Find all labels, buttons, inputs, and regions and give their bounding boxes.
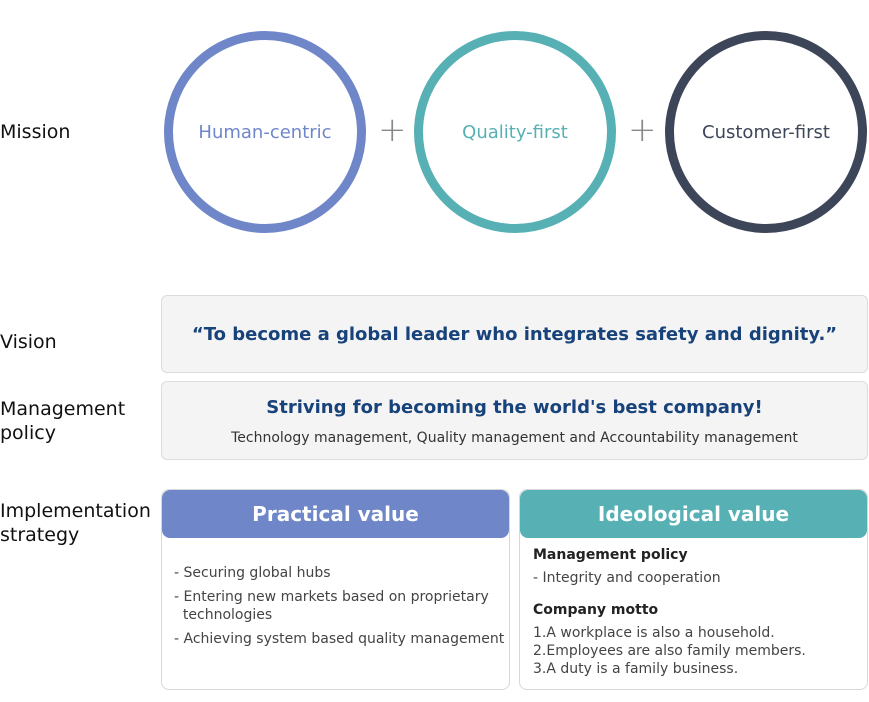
company-motto-heading: Company motto — [533, 602, 659, 618]
list-item: - Integrity and cooperation — [533, 570, 721, 586]
mission-circle-quality-first: Quality-first — [414, 31, 616, 233]
mission-circle-text: Customer-first — [702, 121, 830, 143]
ideological-value-content: Management policy - Integrity and cooper… — [520, 538, 867, 678]
ideological-value-card: Ideological value Management policy - In… — [519, 489, 868, 690]
list-item: 1.A workplace is also a household. — [533, 625, 775, 641]
vision-quote: “To become a global leader who integrate… — [191, 323, 838, 345]
mission-circle-customer-first: Customer-first — [665, 31, 867, 233]
plus-icon: + — [378, 110, 407, 150]
vision-box: “To become a global leader who integrate… — [161, 295, 868, 373]
mission-circle-text: Human-centric — [198, 121, 332, 143]
mission-label: Mission — [0, 121, 71, 143]
plus-icon: + — [628, 110, 657, 150]
practical-value-list: - Securing global hubs - Entering new ma… — [162, 538, 509, 648]
ideological-value-title: Ideological value — [597, 502, 790, 526]
management-policy-heading: Management policy — [533, 547, 688, 563]
practical-value-title: Practical value — [252, 502, 419, 526]
implementation-strategy-label: Implementation strategy — [0, 500, 151, 546]
management-policy-sub: Technology management, Quality managemen… — [231, 430, 798, 446]
mission-circle-human-centric: Human-centric — [164, 31, 366, 233]
practical-value-card: Practical value - Securing global hubs -… — [161, 489, 510, 690]
vision-label: Vision — [0, 331, 57, 353]
practical-value-header: Practical value — [162, 490, 509, 538]
ideological-value-header: Ideological value — [520, 490, 867, 538]
management-policy-box: Striving for becoming the world's best c… — [161, 381, 868, 460]
mission-circle-text: Quality-first — [462, 121, 568, 143]
management-policy-label: Management policy — [0, 398, 126, 444]
management-policy-headline: Striving for becoming the world's best c… — [266, 397, 763, 418]
list-item: 3.A duty is a family business. — [533, 661, 739, 677]
list-item: 2.Employees are also family members. — [533, 643, 806, 659]
list-item: - Entering new markets based on propriet… — [174, 589, 489, 623]
list-item: - Securing global hubs — [174, 565, 331, 581]
list-item: - Achieving system based quality managem… — [174, 631, 505, 647]
